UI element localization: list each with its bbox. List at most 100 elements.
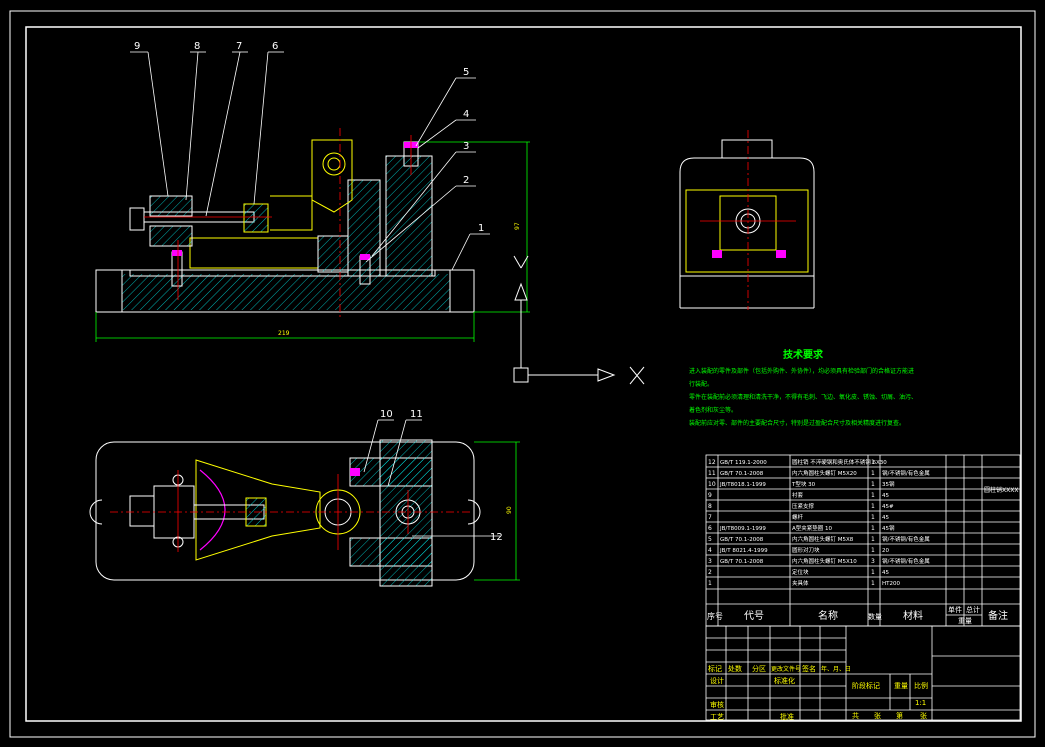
bom-cell-qty: 1 <box>871 547 875 554</box>
balloon-11: 11 <box>410 409 423 420</box>
bom-cell-mat: 钢/不锈钢/有色金属 <box>882 557 930 565</box>
bom-cell-mat: 20 <box>882 548 889 554</box>
bom-cell-code: JB/T8018.1-1999 <box>719 482 766 488</box>
bom-header: 序号 代号 名称 数量 材料 单件 总计 重量 备注 圆柱销XXXX <box>707 486 1018 625</box>
bom-cell-no: 1 <box>708 580 712 587</box>
bom-cell-qty: 1 <box>871 536 875 543</box>
bom-cell-no: 12 <box>708 459 716 466</box>
dim-top-width: 90 <box>506 506 513 514</box>
bom-cell-qty: 3 <box>871 558 875 565</box>
bom-table <box>705 454 1021 627</box>
tb-date: 年、月、日 <box>821 665 851 673</box>
bom-cell-mat: 钢/不锈钢/有色金属 <box>882 469 930 477</box>
bom-header-code: 代号 <box>744 610 764 622</box>
tb-count: 处数 <box>728 664 742 673</box>
bom-cell-no: 11 <box>708 470 716 477</box>
bom-cell-name: 圆柱销 不淬硬钢和奥氏体不锈钢 6X30 <box>792 458 887 466</box>
bom-cell-qty: 1 <box>871 459 875 466</box>
bom-cell-mat: 45# <box>882 504 894 510</box>
tb-mark: 标记 <box>708 664 722 673</box>
tech-title: 技术要求 <box>783 348 824 361</box>
bom-cell-no: 9 <box>708 492 712 499</box>
top-view: 90 <box>89 439 520 587</box>
balloon-8: 8 <box>194 41 200 52</box>
bom-cell-no: 3 <box>708 558 712 565</box>
dim-height: 97 <box>514 222 521 230</box>
tb-weight: 重量 <box>894 682 908 690</box>
bom-cell-name: T型块 30 <box>791 480 816 488</box>
tb-zone: 分区 <box>752 664 766 673</box>
dim-overall-length: 219 <box>278 330 290 337</box>
tech-line-3: 零件在装配前必须清理和清洗干净，不得有毛刺、飞边、氧化皮、锈蚀、切屑、油污、 <box>689 393 917 401</box>
bom-cell-name: 衬套 <box>792 491 804 499</box>
tb-page: 第 <box>896 711 903 720</box>
balloon-9: 9 <box>134 41 140 52</box>
bom-cell-no: 2 <box>708 569 712 576</box>
bom-header-mat: 材料 <box>903 609 923 622</box>
bom-header-total: 总计 <box>966 605 980 614</box>
bom-cell-code: GB/T 70.1-2008 <box>720 471 764 477</box>
bom-cell-name: 压紧支撑 <box>792 502 815 510</box>
bom-cell-no: 7 <box>708 514 712 521</box>
balloon-12: 12 <box>490 532 503 543</box>
bom-cell-mat: HT200 <box>882 581 900 587</box>
bom-cell-name: A型夹紧垫圈 10 <box>792 524 833 532</box>
bom-cell-mat: 45钢 <box>882 524 895 532</box>
tb-approve: 批准 <box>780 712 794 721</box>
tb-review: 审核 <box>710 700 724 709</box>
bom-cell-code: GB/T 70.1-2008 <box>720 559 764 565</box>
bom-cell-qty: 1 <box>871 569 875 576</box>
bom-cell-code: JB/T 8021.4-1999 <box>719 548 768 554</box>
tb-scale: 比例 <box>914 681 928 690</box>
bom-header-name: 名称 <box>818 609 838 622</box>
tb-process: 工艺 <box>710 713 724 721</box>
bom-cell-qty: 1 <box>871 481 875 488</box>
bom-header-weight: 重量 <box>958 617 972 625</box>
bom-header-remark: 备注 <box>988 609 1008 622</box>
title-block-text: 标记 处数 分区 更改文件号 签名 年、月、日 设计 标准化 审核 工艺 批准 … <box>708 664 928 721</box>
tech-requirements: 技术要求 进入装配的零件及部件（包括外购件、外协件），均必须具有检验部门的合格证… <box>689 348 917 427</box>
tech-line-4: 着色剂和灰尘等。 <box>689 406 737 414</box>
bom-cell-code: GB/T 119.1-2000 <box>720 460 767 466</box>
title-block <box>705 625 1021 721</box>
bom-cell-name: 内六角圆柱头螺钉 M5X20 <box>792 469 857 477</box>
bom-cell-mat: 45 <box>882 515 889 521</box>
tb-sheets: 共 <box>852 711 859 720</box>
tb-sheets-of: 张 <box>874 711 881 720</box>
bom-cell-qty: 1 <box>871 470 875 477</box>
bom-cell-qty: 1 <box>871 580 875 587</box>
balloon-7: 7 <box>236 41 242 52</box>
tb-scale-value: 1:1 <box>915 699 926 707</box>
bom-cell-no: 10 <box>708 481 716 488</box>
outer-frame <box>9 10 1036 738</box>
bom-cell-no: 5 <box>708 536 712 543</box>
bom-header-qty: 数量 <box>868 612 882 621</box>
bom-cell-qty: 1 <box>871 525 875 532</box>
tb-sign: 签名 <box>802 664 816 673</box>
tb-page-of: 张 <box>920 711 927 720</box>
balloon-numbers: 9 8 7 6 5 4 3 2 1 10 11 12 <box>134 41 503 543</box>
bom-cell-no: 4 <box>708 547 712 554</box>
tech-line-1: 进入装配的零件及部件（包括外购件、外协件），均必须具有检验部门的合格证方能进 <box>689 367 914 375</box>
tech-line-5: 装配前应对零、部件的主要配合尺寸，特别是过盈配合尺寸及相关精度进行复查。 <box>689 419 905 427</box>
bom-cell-code: GB/T 70.1-2008 <box>720 537 764 543</box>
bom-cell-qty: 1 <box>871 503 875 510</box>
tb-doc: 更改文件号 <box>771 665 801 673</box>
front-view: 219 97 <box>95 128 530 342</box>
bom-cell-name: 夹具体 <box>792 579 809 587</box>
bom-cell-mat: 45 <box>882 493 889 499</box>
bom-cell-mat: 钢/不锈钢/有色金属 <box>882 535 930 543</box>
bom-cell-mat: 45 <box>882 570 889 576</box>
bom-cell-mat: 35钢 <box>882 480 895 488</box>
bom-cell-no: 6 <box>708 525 712 532</box>
ucs-icon <box>513 255 645 385</box>
bom-cell-name: 内六角圆柱头螺钉 M5X10 <box>792 557 857 565</box>
bom-cell-qty: 1 <box>871 492 875 499</box>
bom-cell-name: 内六角圆柱头螺钉 M5X8 <box>792 535 854 543</box>
bom-header-unit: 单件 <box>948 605 962 614</box>
bom-side-note: 圆柱销XXXX <box>984 486 1018 494</box>
bom-cell-qty: 1 <box>871 514 875 521</box>
bom-header-no: 序号 <box>707 611 723 621</box>
